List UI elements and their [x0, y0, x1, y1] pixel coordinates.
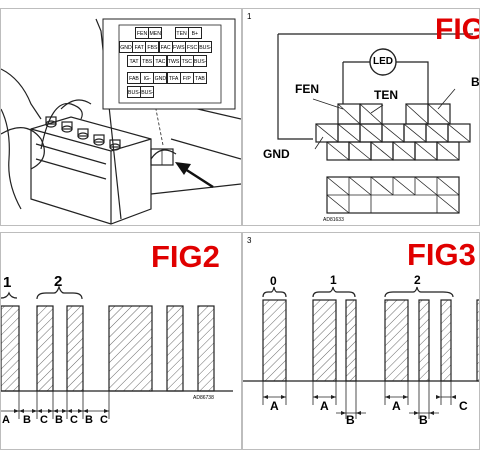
- fig3-group-2-label: 2: [414, 273, 421, 287]
- connector-pin-label: FWS: [171, 41, 186, 53]
- connector-pin-label: FSC: [185, 41, 200, 53]
- fig2-group-1-label: 1: [3, 274, 12, 291]
- connector-pin-label: FAT: [132, 41, 147, 53]
- fig1-title: FIG: [435, 13, 480, 46]
- connector-pin-label: GND: [119, 41, 133, 53]
- fig3-dim-a-1: A: [270, 399, 279, 413]
- fig2-title: FIG2: [151, 239, 220, 274]
- connector-pin-label: TWS: [166, 55, 181, 67]
- connector-pin-label: FBS: [145, 41, 160, 53]
- connector-pin-label: TAC: [153, 55, 168, 67]
- pulse-bar: [384, 299, 409, 382]
- fig3-dim-c: C: [459, 399, 468, 413]
- connector-pin-label: GND: [153, 72, 168, 84]
- connector-pin-label: F/P: [179, 72, 194, 84]
- fen-label: FEN: [295, 82, 319, 96]
- led-label: LED: [373, 56, 393, 67]
- connector-upper: [337, 103, 451, 125]
- pulse-bar: [476, 299, 479, 382]
- connector-pin-label: BUS+: [140, 86, 155, 98]
- pulse-bar: [418, 299, 430, 382]
- fig3-number: 3: [247, 236, 252, 245]
- connector-pin-label: TFA: [166, 72, 181, 84]
- pulse-bar: [108, 305, 153, 392]
- pulse-bar: [166, 305, 184, 392]
- ten-label: TEN: [374, 88, 398, 102]
- connector-pin-label: BUS+: [198, 41, 213, 53]
- pulse-bar: [312, 299, 337, 382]
- connector-pin-label: TEN: [174, 27, 189, 39]
- pulse-bar: [66, 305, 84, 392]
- fig3-panel: 3 FIG3 0 1 2 A A A B B C: [242, 232, 480, 450]
- pulse-bar: [197, 305, 215, 392]
- connector-pin-label: TSC: [179, 55, 194, 67]
- connector-pin-label: TAT: [127, 55, 141, 67]
- connector-second: [326, 176, 460, 214]
- gnd-label: GND: [263, 147, 290, 161]
- connector-middle: [315, 123, 471, 143]
- b-label: B: [471, 75, 480, 89]
- pulse-bar: [262, 299, 287, 382]
- fig2-dim-label: A: [2, 414, 10, 426]
- connector-pin-label: TBS: [140, 55, 155, 67]
- fig2-code: AD86738: [193, 395, 214, 401]
- pulse-bar: [345, 299, 357, 382]
- fig2-dim-label: C: [70, 414, 78, 426]
- fig2-pulse-diagram: [1, 285, 233, 419]
- fig2-dim-label: B: [23, 414, 31, 426]
- fig2-dim-label: B: [55, 414, 63, 426]
- pulse-bar: [1, 305, 20, 392]
- connector-pin-label: BUS-: [193, 55, 208, 67]
- connector-pin-label: FAB: [127, 72, 141, 84]
- fig2-dim-label: B: [85, 414, 93, 426]
- connector-pin-label: TAB: [193, 72, 208, 84]
- fig1-code: AD81633: [323, 217, 344, 223]
- pulse-bar: [36, 305, 54, 392]
- battery-caps: [45, 116, 121, 151]
- fig3-title: FIG3: [407, 237, 476, 272]
- pulse-bar: [440, 299, 452, 382]
- connector-pin-label: BUS-: [127, 86, 141, 98]
- fig3-group-1-label: 1: [330, 273, 337, 287]
- fig3-dim-a-3: A: [392, 399, 401, 413]
- led-wiring-diagram: [277, 33, 473, 214]
- fig2-dim-label: C: [40, 414, 48, 426]
- connector-pin-label: MEN: [148, 27, 163, 39]
- fig1-number: 1: [247, 12, 252, 21]
- fig2-group-2-label: 2: [54, 273, 63, 290]
- connector-lower: [326, 141, 460, 161]
- connector-pin-label: B+: [187, 27, 202, 39]
- fig3-pulse-diagram: [243, 286, 479, 419]
- fig3-dim-a-2: A: [320, 399, 329, 413]
- connector-pin-label: FAC: [158, 41, 173, 53]
- connector-pin-label: IG-: [140, 72, 155, 84]
- fig3-dim-b-2: B: [419, 413, 428, 427]
- fig3-dim-b-1: B: [346, 413, 355, 427]
- fig2-dim-label: C: [100, 414, 108, 426]
- fig3-group-0-label: 0: [270, 274, 277, 288]
- connector-pin-label: FEN: [135, 27, 149, 39]
- connector-pin-label: [161, 27, 175, 39]
- fig1-panel: 1 FIG LED FEN TEN B GND AD81633: [242, 8, 480, 226]
- pointer-arrow: [175, 162, 214, 189]
